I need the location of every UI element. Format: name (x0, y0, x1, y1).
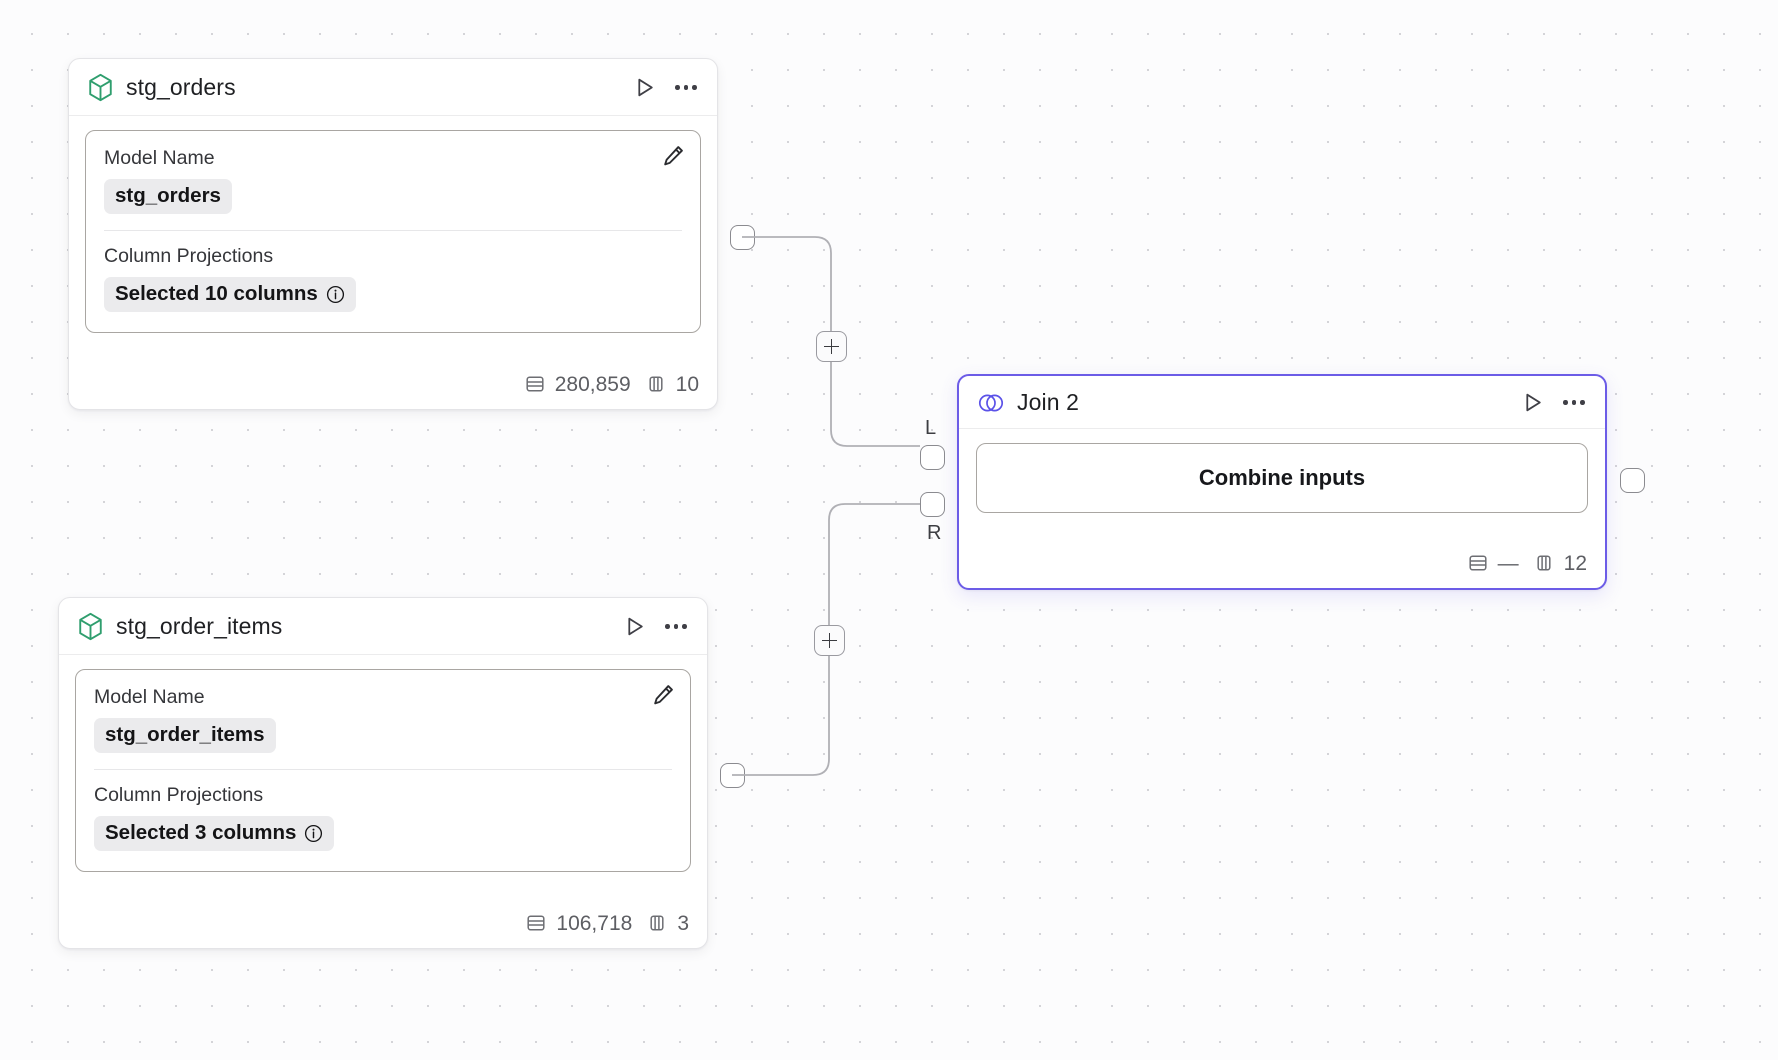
rows-value: — (1497, 551, 1519, 575)
more-icon[interactable] (663, 618, 689, 635)
panel-divider (94, 769, 672, 771)
column-count-stat: 12 (1533, 552, 1587, 574)
node-header: stg_orders (69, 59, 717, 116)
input-port-left-join-2[interactable] (920, 445, 945, 470)
column-count-stat: 3 (646, 912, 689, 934)
run-icon[interactable] (1520, 390, 1545, 415)
add-step-button-edge-2[interactable] (814, 625, 845, 656)
rows-value: 280,859 (554, 372, 631, 396)
more-icon[interactable] (1561, 394, 1587, 411)
column-projections-label: Column Projections (94, 784, 264, 807)
node-footer: — 12 (959, 540, 1605, 588)
columns-icon (1533, 552, 1555, 574)
input-port-right-join-2[interactable] (920, 492, 945, 517)
info-icon[interactable] (304, 824, 323, 843)
node-stg-orders[interactable]: stg_orders Model Name (68, 58, 718, 410)
input-port-left-label: L (925, 417, 937, 439)
columns-icon (645, 373, 667, 395)
node-footer: 280,859 10 (69, 361, 717, 409)
row-count-stat: — (1467, 552, 1519, 574)
model-name-text: stg_orders (115, 184, 221, 208)
node-body: Model Name stg_order_items Column Projec… (59, 655, 707, 873)
model-config-panel: Model Name stg_orders Column Projections… (85, 130, 701, 334)
run-icon[interactable] (622, 614, 647, 639)
columns-value: 3 (677, 911, 689, 935)
model-name-text: stg_order_items (105, 723, 265, 747)
column-projections-text: Selected 3 columns (105, 821, 297, 845)
model-name-label: Model Name (104, 147, 215, 169)
model-name-label: Model Name (94, 686, 205, 708)
columns-icon (646, 912, 668, 934)
cube-icon (87, 73, 114, 102)
run-icon[interactable] (632, 75, 657, 100)
rows-icon (525, 912, 547, 934)
rows-value: 106,718 (556, 911, 633, 935)
more-icon[interactable] (673, 79, 699, 96)
model-name-value[interactable]: stg_order_items (94, 718, 276, 754)
output-port-stg-order-items[interactable] (720, 763, 745, 788)
add-step-button-edge-1[interactable] (816, 331, 847, 362)
info-icon[interactable] (326, 285, 345, 304)
rows-icon (1467, 552, 1489, 574)
node-header: Join 2 (959, 376, 1605, 430)
node-footer: 106,718 3 (59, 900, 707, 948)
columns-value: 10 (675, 372, 699, 396)
model-config-panel: Model Name stg_order_items Column Projec… (75, 669, 691, 873)
model-name-value[interactable]: stg_orders (104, 179, 232, 215)
node-join-2[interactable]: Join 2 Combine inputs (957, 374, 1607, 590)
input-port-right-label: R (927, 522, 942, 544)
column-count-stat: 10 (645, 373, 699, 395)
combine-inputs-button[interactable]: Combine inputs (976, 443, 1588, 514)
columns-value: 12 (1563, 551, 1587, 575)
node-header-actions (1520, 390, 1587, 415)
cube-icon (77, 612, 104, 641)
column-projections-label: Column Projections (104, 245, 274, 268)
venn-icon (977, 391, 1005, 415)
rows-icon (524, 373, 546, 395)
join-body: Combine inputs (959, 429, 1605, 517)
column-projections-value[interactable]: Selected 10 columns (104, 277, 356, 313)
node-body: Model Name stg_orders Column Projections… (69, 116, 717, 334)
node-header: stg_order_items (59, 598, 707, 655)
node-title: stg_orders (126, 73, 236, 100)
edit-icon[interactable] (651, 682, 676, 712)
node-header-actions (622, 614, 689, 639)
row-count-stat: 280,859 (524, 373, 631, 395)
node-title: stg_order_items (116, 612, 283, 639)
node-title: Join 2 (1017, 389, 1079, 415)
edit-icon[interactable] (661, 143, 686, 173)
node-header-actions (632, 75, 699, 100)
panel-divider (104, 230, 682, 232)
node-stg-order-items[interactable]: stg_order_items Model Name (58, 597, 708, 949)
column-projections-text: Selected 10 columns (115, 282, 318, 306)
column-projections-value[interactable]: Selected 3 columns (94, 816, 335, 852)
output-port-stg-orders[interactable] (730, 225, 755, 250)
row-count-stat: 106,718 (525, 912, 632, 934)
output-port-join-2[interactable] (1620, 468, 1645, 493)
